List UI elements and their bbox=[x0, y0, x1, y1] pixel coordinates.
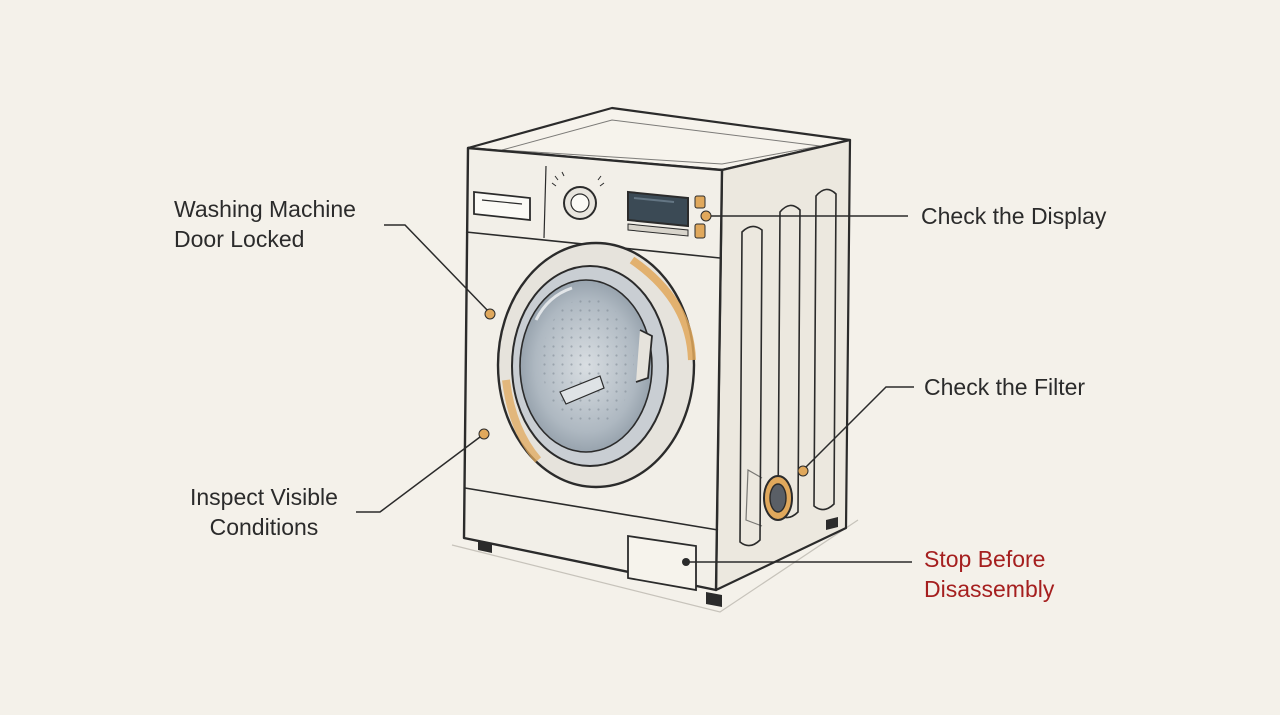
knob-ticks bbox=[551, 171, 605, 187]
callout-dot-door-locked bbox=[484, 308, 496, 320]
side-rib bbox=[739, 225, 763, 547]
glass-reflection bbox=[534, 286, 573, 321]
callout-display: Check the Display bbox=[921, 201, 1106, 231]
program-knob-center bbox=[570, 193, 590, 213]
callout-door-locked: Washing Machine Door Locked bbox=[174, 194, 356, 254]
indicator-button bbox=[694, 223, 706, 239]
side-rib bbox=[813, 188, 837, 511]
leader-line-inspect bbox=[356, 433, 485, 513]
leader-line-door-locked bbox=[384, 224, 491, 314]
leader-line-filter bbox=[802, 386, 914, 471]
drawer-handle bbox=[481, 199, 523, 205]
service-panel bbox=[627, 534, 697, 592]
door-highlight bbox=[502, 379, 542, 463]
callout-inspect-line1: Inspect Visible bbox=[190, 484, 338, 510]
callout-filter-line1: Check the Filter bbox=[924, 374, 1086, 400]
drum-holes bbox=[542, 298, 634, 426]
display-glare bbox=[633, 197, 675, 203]
machine-foot bbox=[478, 540, 492, 553]
machine-foot bbox=[826, 517, 838, 530]
indicator-button bbox=[694, 195, 706, 209]
filter-cap bbox=[769, 483, 787, 513]
display-screen bbox=[627, 190, 689, 228]
machine-foot bbox=[706, 592, 722, 607]
callout-stop-warning: Stop Before Disassembly bbox=[924, 544, 1054, 604]
filter-hose bbox=[745, 468, 763, 527]
callout-filter: Check the Filter bbox=[924, 372, 1085, 402]
callout-door-locked-line2: Door Locked bbox=[174, 226, 305, 252]
callout-inspect-line2: Conditions bbox=[209, 514, 319, 540]
callout-stop-line1: Stop Before bbox=[924, 546, 1046, 572]
kickplate-edge bbox=[464, 487, 719, 531]
callout-dot-inspect bbox=[478, 428, 490, 440]
callout-door-locked-line1: Washing Machine bbox=[174, 196, 356, 222]
callout-display-line1: Check the Display bbox=[921, 203, 1107, 229]
callout-inspect: Inspect Visible Conditions bbox=[190, 482, 338, 542]
callout-dot-filter bbox=[797, 465, 809, 477]
callout-stop-line2: Disassembly bbox=[924, 576, 1055, 602]
display-buttons bbox=[627, 223, 689, 237]
door-handle bbox=[635, 329, 653, 383]
callout-dot-stop bbox=[682, 558, 690, 566]
floor-shadow bbox=[451, 519, 859, 613]
detergent-drawer bbox=[473, 190, 531, 222]
control-panel-divider bbox=[543, 165, 547, 239]
door-highlight bbox=[629, 256, 696, 361]
callout-dot-display bbox=[700, 210, 712, 222]
drum-paddle bbox=[559, 375, 605, 405]
